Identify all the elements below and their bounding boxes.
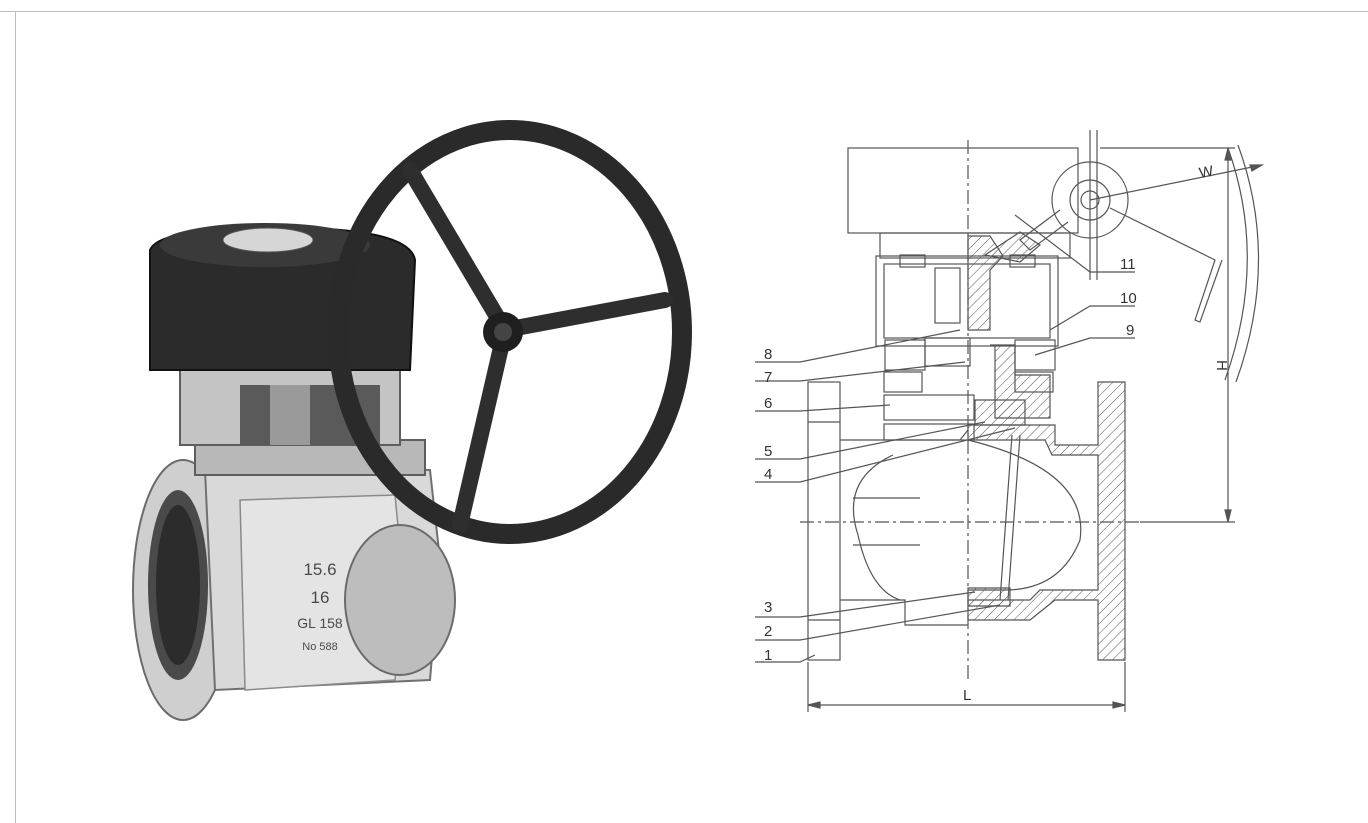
part-label-1: 1	[764, 647, 772, 664]
mounting-bracket	[179, 359, 426, 476]
stem-section	[967, 231, 1051, 426]
dimension-length	[807, 662, 1126, 712]
part-label-6: 6	[764, 395, 772, 412]
part-label-3: 3	[764, 599, 772, 616]
part-labels: 1 2 3 4 5 6 7 8 9 10 11 L H W	[764, 163, 1230, 704]
drawing-body-section	[967, 381, 1126, 661]
gearbox	[149, 223, 417, 371]
handwheel	[328, 120, 692, 544]
right-flange	[344, 524, 456, 676]
dimension-label-h: H	[1213, 360, 1230, 371]
part-label-10: 10	[1120, 290, 1137, 307]
part-label-4: 4	[764, 466, 772, 483]
valve-photo: 15.6 16 GL 158 No 588	[132, 120, 692, 721]
dimension-label-l: L	[963, 687, 971, 704]
casting-mark-4: No 588	[302, 641, 337, 653]
part-label-2: 2	[764, 623, 772, 640]
casting-mark-3: GL 158	[297, 615, 343, 631]
dimension-label-w: W	[1198, 163, 1216, 182]
casting-mark-2: 16	[311, 588, 330, 607]
drawing-handwheel	[1019, 130, 1260, 383]
valve-section-drawing: 1 2 3 4 5 6 7 8 9 10 11 L H W	[755, 130, 1265, 712]
drawing-left-flange	[807, 381, 841, 661]
dimension-height	[1100, 147, 1235, 523]
frame-left-line	[15, 11, 16, 823]
part-label-8: 8	[764, 346, 772, 363]
leader-lines	[755, 214, 1135, 663]
casting-mark-1: 15.6	[303, 560, 336, 579]
casting-marks: 15.6 16 GL 158 No 588	[297, 560, 343, 653]
part-label-11: 11	[1120, 256, 1136, 273]
part-label-9: 9	[1126, 322, 1134, 339]
gearbox-outline	[847, 147, 1079, 234]
dimension-width	[1089, 164, 1265, 201]
part-label-5: 5	[764, 443, 772, 460]
frame-top-line	[0, 11, 1368, 12]
part-label-7: 7	[764, 369, 772, 386]
